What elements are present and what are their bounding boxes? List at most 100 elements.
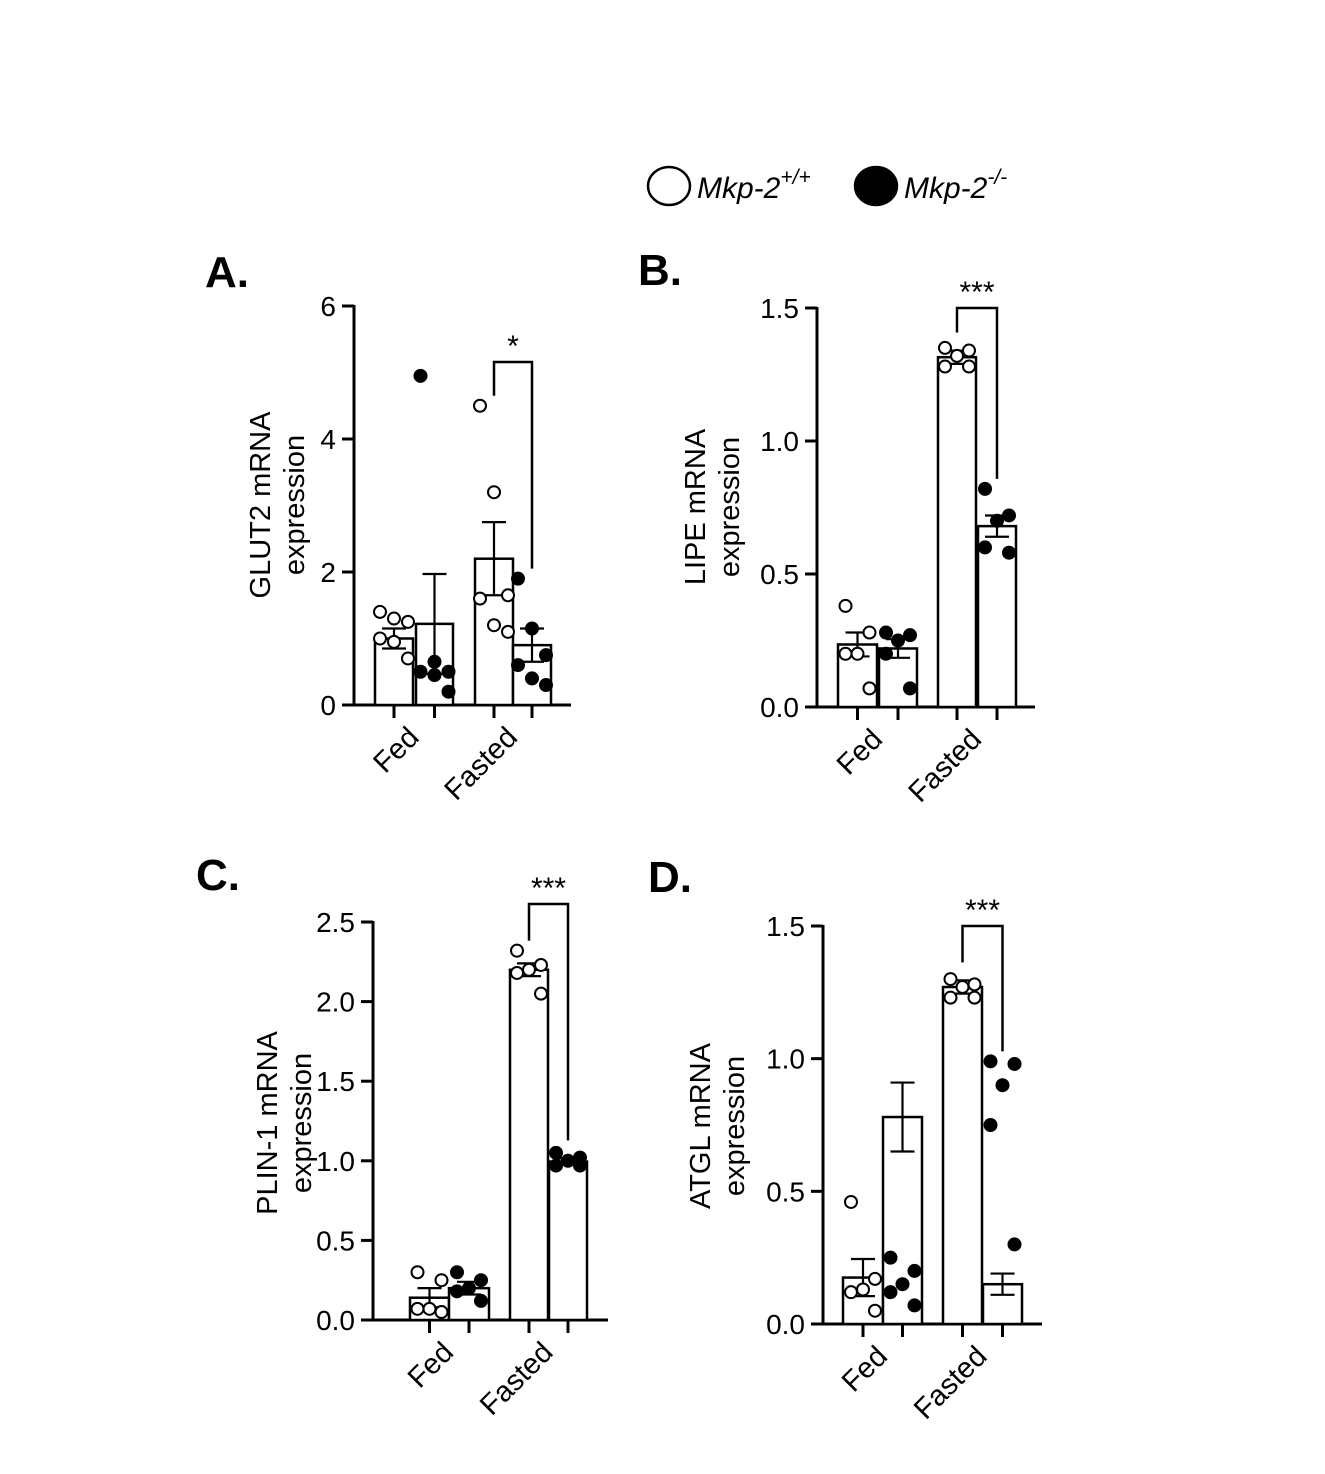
bar-wt-fasted [508,968,550,1322]
data-point-ko [903,628,917,643]
x-category-label: Fed [831,723,889,781]
data-point-ko [549,1158,563,1173]
data-point-wt [501,624,515,639]
data-point-wt [943,990,958,1005]
data-point-ko [903,681,917,696]
panel-letter: C. [196,851,240,900]
data-point-wt [850,646,865,661]
data-point-ko [1007,1056,1022,1071]
data-point-wt [387,634,401,649]
data-point-ko [525,671,539,686]
data-point-wt [950,348,964,363]
y-axis-label-line: expression [714,437,746,577]
bar-ko-fasted [547,1160,589,1322]
y-tick-label: 0.5 [766,1176,805,1207]
bar-wt-fasted [941,985,984,1326]
y-axis-label-line: ATGL mRNA [685,1042,717,1209]
data-point-wt [473,398,487,413]
y-tick-label: 0 [320,690,336,721]
data-point-ko [907,1263,922,1278]
y-tick-label: 1.0 [316,1146,355,1177]
y-axis-label-line: PLIN-1 mRNA [252,1030,284,1214]
data-point-ko [474,1273,488,1288]
y-axis-label-line: GLUT2 mRNA [245,411,277,599]
data-point-ko [525,621,539,636]
data-point-ko [995,1078,1010,1093]
significance-label: * [507,330,519,363]
x-category-label: Fasted [903,723,988,808]
data-point-wt [410,1301,425,1316]
data-point-wt [401,651,415,666]
data-point-ko [462,1281,476,1296]
y-axis-label-line: expression [279,435,311,575]
data-point-wt [844,1285,858,1300]
data-point-wt [410,1265,425,1280]
data-point-ko [883,1250,898,1265]
y-tick-label: 1.0 [760,426,799,457]
data-point-ko [983,1118,998,1132]
data-point-ko [441,664,456,679]
y-axis-label-line: expression [286,1053,318,1193]
y-axis-label: PLIN-1 mRNAexpression [252,1030,318,1214]
legend-wt-marker [646,165,692,207]
x-category-label: Fasted [474,1336,559,1421]
data-point-ko [978,481,992,496]
data-point-wt [967,990,982,1005]
significance-label: *** [531,872,566,905]
y-tick-label: 0.0 [766,1309,805,1340]
data-point-wt [943,972,958,987]
data-point-wt [473,591,487,606]
data-point-wt [838,646,853,661]
y-tick-label: 0.5 [760,559,799,590]
y-axis-label-line: expression [719,1056,751,1196]
y-tick-label: 6 [320,291,336,322]
data-point-wt [510,965,524,980]
data-point-wt [862,625,877,640]
data-point-wt [373,604,387,619]
data-point-ko [511,658,525,673]
significance-label: *** [959,276,994,309]
y-tick-label: 2.0 [316,987,355,1018]
panel-letter: D. [648,853,692,902]
y-tick-label: 1.5 [760,293,799,324]
data-point-ko [978,540,992,555]
data-point-wt [868,1303,882,1318]
x-category-label: Fed [836,1340,894,1398]
data-point-wt [938,340,952,355]
data-point-ko [1002,508,1016,523]
data-point-wt [962,359,976,374]
data-point-ko [539,678,553,693]
data-point-wt [856,1282,870,1297]
data-point-ko [441,684,456,699]
data-point-ko [879,646,893,661]
data-point-wt [434,1305,449,1320]
y-axis-label: LIPE mRNAexpression [680,428,746,585]
panel-letter: A. [205,248,249,297]
significance-bracket [527,902,570,1141]
legend: Mkp-2+/+ Mkp-2-/- [646,165,1007,207]
data-point-wt [510,943,524,958]
data-point-ko [983,1054,998,1069]
data-point-ko [450,1265,464,1280]
legend-ko-marker [853,165,899,207]
y-tick-label: 0.0 [760,692,799,723]
data-point-ko [561,1153,575,1168]
legend-wt-label: Mkp-2+/+ [697,166,811,205]
panel-letter: B. [638,246,682,295]
y-axis-label: ATGL mRNAexpression [685,1042,751,1209]
data-point-wt [844,1194,858,1209]
data-point-wt [434,1273,449,1288]
y-tick-label: 1.0 [766,1044,805,1075]
data-point-wt [387,611,401,626]
data-point-wt [838,598,853,613]
data-point-wt [534,986,548,1001]
legend-ko-label: Mkp-2-/- [904,166,1007,205]
data-point-ko [891,633,905,648]
data-point-ko [1007,1237,1022,1252]
y-tick-label: 1.5 [316,1066,355,1097]
data-point-wt [868,1271,882,1286]
y-tick-label: 4 [320,424,336,455]
